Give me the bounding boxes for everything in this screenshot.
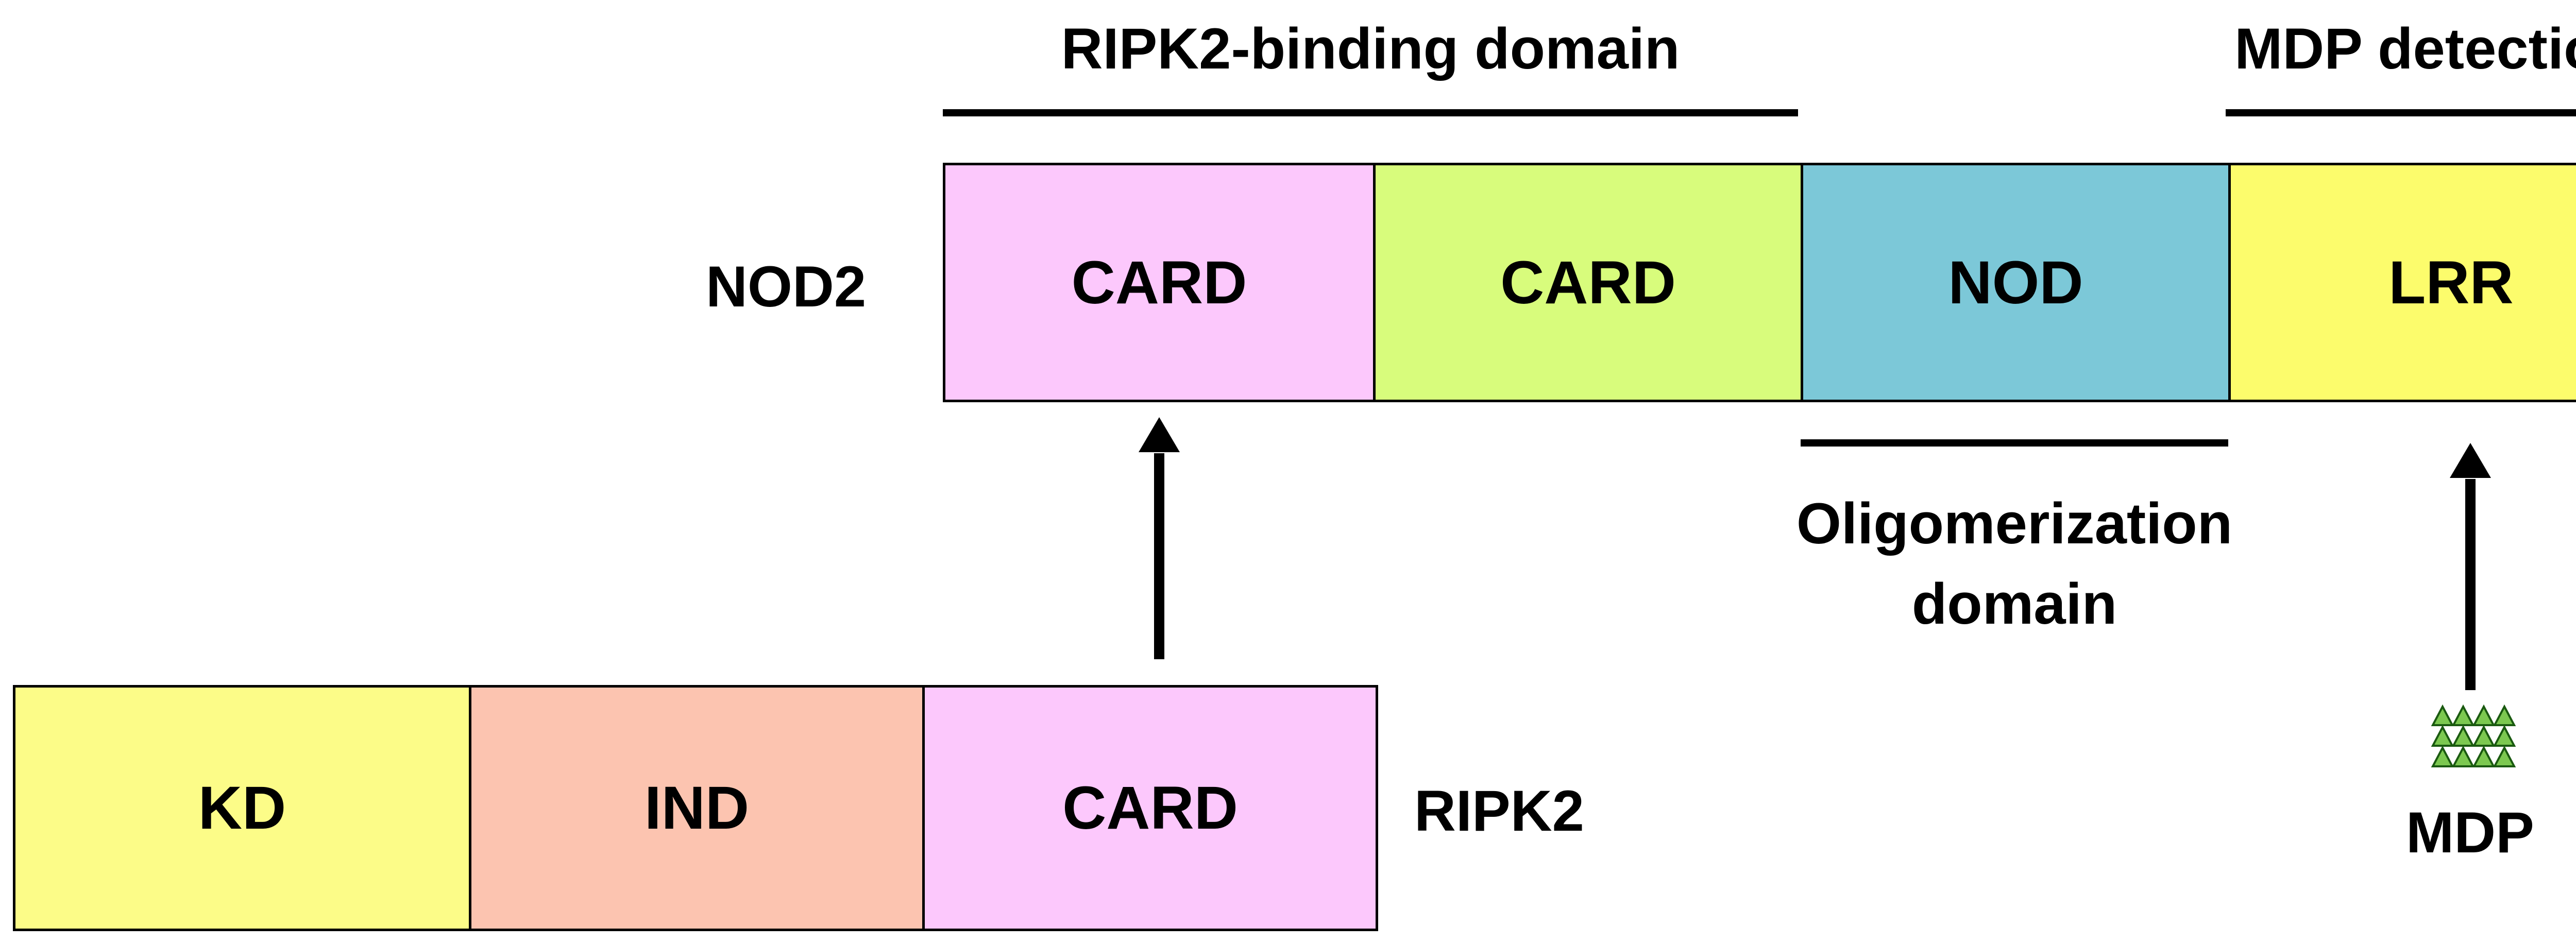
mdp-triangle-icon bbox=[2472, 704, 2496, 726]
card-interaction-arrow bbox=[1139, 417, 1180, 659]
oligomerization-domain-bracket bbox=[1801, 439, 2228, 447]
mdp-label: MDP bbox=[2406, 800, 2534, 865]
mdp-triangle-icon bbox=[2431, 704, 2454, 726]
oligomerization-label-line1: Oligomerization bbox=[1796, 491, 2233, 556]
nod2-protein-label: NOD2 bbox=[706, 254, 867, 319]
mdp-triangle-icon bbox=[2431, 745, 2454, 767]
nod2-card-domain-1: CARD bbox=[943, 163, 1376, 402]
mdp-triangle-icon bbox=[2472, 745, 2496, 767]
mdp-detection-bracket bbox=[2226, 109, 2576, 116]
mdp-triangle-icon bbox=[2472, 725, 2496, 747]
mdp-detection-arrow bbox=[2450, 443, 2491, 690]
ripk2-kd-domain: KD bbox=[13, 685, 471, 931]
mdp-triangle-icon bbox=[2493, 704, 2516, 726]
oligomerization-label-line2: domain bbox=[1911, 572, 2117, 636]
mdp-detection-label: MDP detection bbox=[2234, 16, 2576, 81]
mdp-triangle-icon bbox=[2431, 725, 2454, 747]
ripk2-ind-domain: IND bbox=[469, 685, 925, 931]
nod2-lrr-domain: LRR bbox=[2228, 163, 2576, 402]
mdp-triangle-icon bbox=[2493, 725, 2516, 747]
ripk2-card-domain: CARD bbox=[922, 685, 1378, 931]
mdp-triangle-icon bbox=[2451, 704, 2475, 726]
nod2-card-domain-2: CARD bbox=[1373, 163, 1803, 402]
triangle-cluster-icon bbox=[2431, 704, 2516, 767]
ripk2-binding-domain-bracket bbox=[943, 109, 1798, 116]
ripk2-protein-label: RIPK2 bbox=[1414, 779, 1584, 843]
mdp-triangle-icon bbox=[2493, 745, 2516, 767]
mdp-triangle-icon bbox=[2451, 725, 2475, 747]
ripk2-binding-domain-label: RIPK2-binding domain bbox=[1061, 16, 1680, 81]
mdp-triangle-icon bbox=[2451, 745, 2475, 767]
